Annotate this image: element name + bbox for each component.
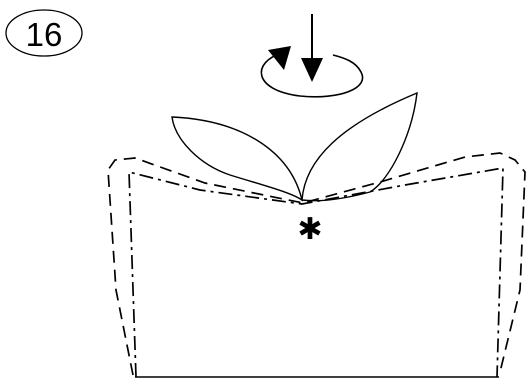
down-arrow-icon [301, 14, 323, 82]
left-leaf-shape [172, 117, 302, 200]
step-number: 16 [26, 16, 63, 53]
step-badge: 16 [6, 10, 82, 56]
right-leaf-shape [302, 93, 417, 201]
asterisk-icon: ✱ [297, 213, 322, 246]
